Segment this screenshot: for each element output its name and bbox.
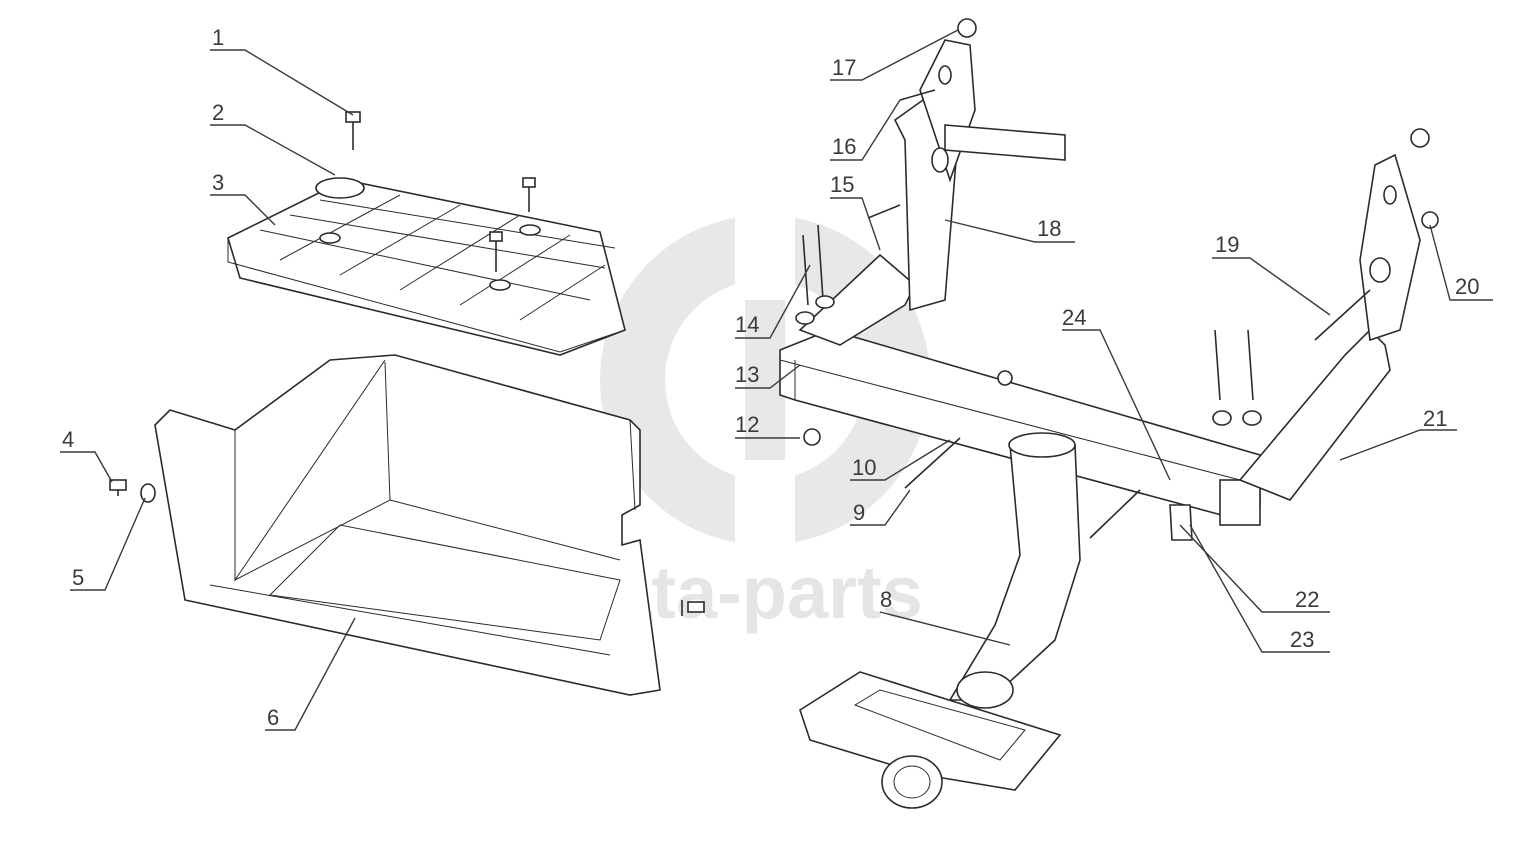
nut	[997, 370, 1013, 386]
callout-20: 20	[1455, 274, 1479, 299]
main-beam	[779, 329, 1261, 526]
callout-9: 9	[853, 500, 865, 525]
callout-16: 16	[832, 134, 856, 159]
callout-8: 8	[880, 587, 892, 612]
bolt	[899, 89, 936, 101]
left-arm	[798, 39, 1066, 346]
nut	[803, 428, 821, 446]
nut	[1421, 211, 1439, 229]
bolt	[1089, 489, 1141, 539]
hitch-plate	[799, 671, 1062, 809]
hitch-tube	[948, 432, 1081, 709]
bolt	[867, 204, 901, 219]
callout-15: 15	[830, 172, 854, 197]
callout-13: 13	[735, 362, 759, 387]
callout-6: 6	[267, 705, 279, 730]
callout-4: 4	[62, 427, 74, 452]
callout-3: 3	[212, 170, 224, 195]
right-arm	[1238, 153, 1421, 501]
nut	[1410, 128, 1430, 148]
callout-14: 14	[735, 312, 759, 337]
step-box	[154, 354, 661, 696]
leader-lines	[60, 29, 1493, 731]
bolt-pair-left	[795, 224, 835, 325]
plate-bolt	[345, 111, 361, 150]
callout-5: 5	[72, 565, 84, 590]
callout-2: 2	[212, 100, 224, 125]
callout-1: 1	[212, 25, 224, 50]
plate-bolt	[522, 177, 536, 212]
screw	[109, 479, 127, 496]
bolt	[904, 437, 961, 489]
plate-bolt	[489, 231, 503, 272]
callout-labels: 1 2 3 4 5 6 8 9 10 12 13 14 15 16 17 18 …	[62, 25, 1479, 730]
callout-12: 12	[735, 412, 759, 437]
bolt-pair-right	[1212, 329, 1262, 426]
callout-18: 18	[1037, 216, 1061, 241]
callout-10: 10	[852, 455, 876, 480]
callout-21: 21	[1423, 406, 1447, 431]
clip	[681, 600, 705, 616]
callout-24: 24	[1062, 305, 1086, 330]
bolt	[1314, 289, 1371, 341]
callout-19: 19	[1215, 232, 1239, 257]
callout-17: 17	[832, 55, 856, 80]
callout-23: 23	[1290, 627, 1314, 652]
washer	[140, 483, 156, 503]
callout-22: 22	[1295, 587, 1319, 612]
step-plate	[227, 177, 626, 356]
nut	[957, 18, 977, 38]
